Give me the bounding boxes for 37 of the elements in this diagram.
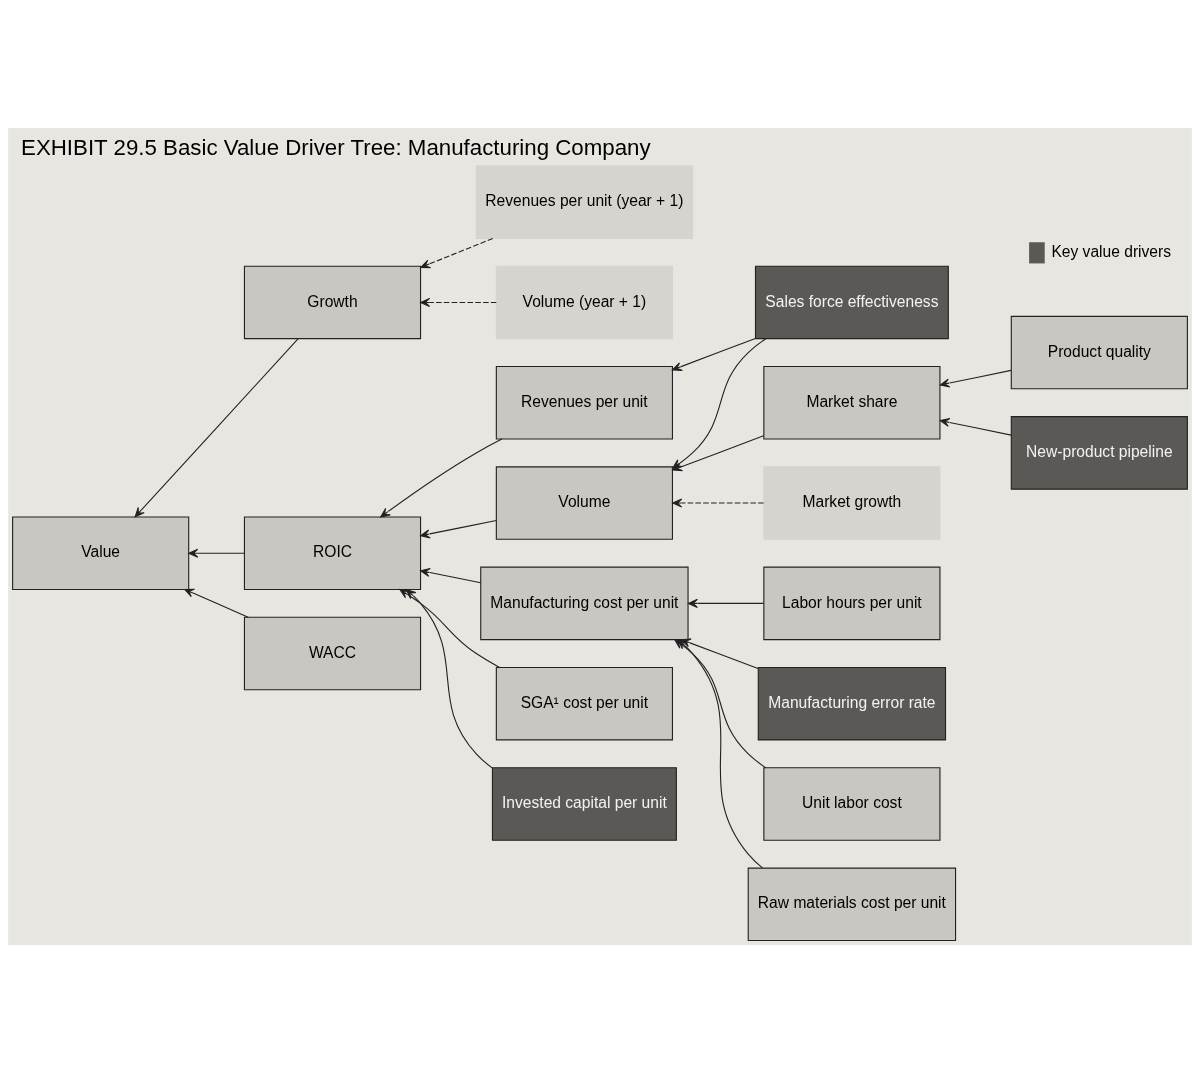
node-box: Revenues per unit (year + 1) bbox=[475, 164, 694, 239]
arrow bbox=[939, 417, 1012, 436]
node-box: Labor hours per unit bbox=[763, 566, 941, 640]
node-box: Value bbox=[12, 515, 190, 590]
node-box: Revenues per unit bbox=[495, 365, 673, 440]
node-box: Market growth bbox=[763, 465, 941, 540]
arrow bbox=[939, 369, 1012, 388]
arrow bbox=[420, 297, 497, 307]
arrow bbox=[399, 588, 501, 668]
node-box: Volume (year + 1) bbox=[495, 265, 673, 339]
arrow bbox=[672, 337, 756, 371]
arrow bbox=[188, 548, 245, 558]
node-box: SGA¹ cost per unit bbox=[495, 666, 673, 740]
arrow bbox=[420, 237, 494, 268]
arrow bbox=[672, 498, 765, 508]
node-box: Product quality bbox=[1010, 315, 1188, 389]
node-box: ROIC bbox=[243, 515, 422, 590]
legend-label: Key value drivers bbox=[1051, 242, 1172, 260]
node-box: WACC bbox=[243, 616, 422, 690]
arrow bbox=[420, 519, 497, 538]
arrow bbox=[420, 567, 482, 583]
diagram-title: EXHIBIT 29.5 Basic Value Driver Tree: Manufacturing Company bbox=[21, 134, 651, 160]
arrow bbox=[380, 438, 503, 517]
arrow bbox=[405, 588, 493, 768]
arrow bbox=[184, 588, 249, 618]
node-box: Manufacturing error rate bbox=[757, 666, 947, 740]
node-box: Sales force effectiveness bbox=[754, 265, 949, 339]
arrow bbox=[134, 337, 299, 517]
node-box: Market share bbox=[763, 365, 941, 440]
node-box: Raw materials cost per unit bbox=[747, 867, 957, 941]
node-box: Volume bbox=[495, 465, 673, 540]
node-box: Manufacturing cost per unit bbox=[480, 566, 689, 640]
node-box: Unit labor cost bbox=[763, 766, 941, 841]
node-box: New-product pipeline bbox=[1010, 415, 1188, 490]
arrow bbox=[687, 598, 765, 608]
node-box: Growth bbox=[243, 265, 422, 339]
node-box: Invested capital per unit bbox=[491, 766, 677, 841]
